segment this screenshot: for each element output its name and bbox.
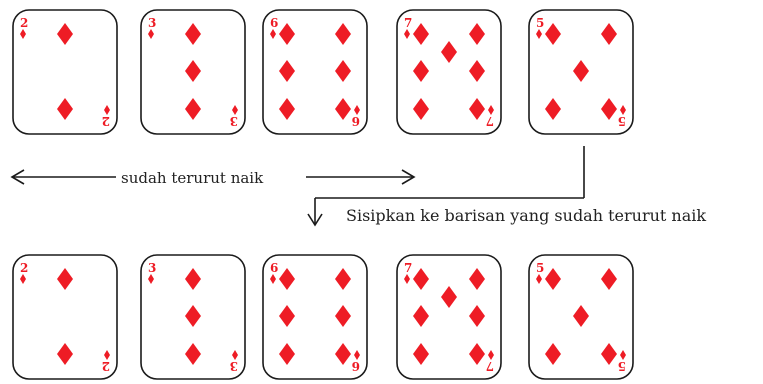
playing-card: 33 xyxy=(141,10,245,134)
card-outline xyxy=(397,10,501,134)
card-rank-corner-inverted: 2 xyxy=(102,114,110,128)
playing-card: 55 xyxy=(529,10,633,134)
card-rank-corner: 2 xyxy=(20,16,28,30)
playing-card: 22 xyxy=(13,10,117,134)
card-rank-corner: 5 xyxy=(536,16,544,30)
card-outline xyxy=(397,255,501,379)
playing-card: 66 xyxy=(263,10,367,134)
playing-card: 55 xyxy=(529,255,633,379)
card-rank-corner: 6 xyxy=(270,16,278,30)
card-outline xyxy=(263,10,367,134)
playing-card: 22 xyxy=(13,255,117,379)
card-rank-corner: 3 xyxy=(148,261,156,275)
card-rank-corner-inverted: 5 xyxy=(618,359,626,373)
card-rank-corner-inverted: 6 xyxy=(352,359,360,373)
card-rank-corner-inverted: 7 xyxy=(486,359,494,373)
card-rank-corner-inverted: 7 xyxy=(486,114,494,128)
card-rank-corner-inverted: 6 xyxy=(352,114,360,128)
card-rank-corner: 3 xyxy=(148,16,156,30)
card-rank-corner-inverted: 2 xyxy=(102,359,110,373)
card-rank-corner: 7 xyxy=(404,261,412,275)
card-rank-corner: 2 xyxy=(20,261,28,275)
playing-card: 77 xyxy=(397,10,501,134)
card-rank-corner-inverted: 5 xyxy=(618,114,626,128)
card-rank-corner: 7 xyxy=(404,16,412,30)
card-rank-corner-inverted: 3 xyxy=(230,359,238,373)
insert-instruction-label: Sisipkan ke barisan yang sudah terurut n… xyxy=(346,208,706,224)
playing-card: 33 xyxy=(141,255,245,379)
card-rank-corner: 5 xyxy=(536,261,544,275)
card-outline xyxy=(263,255,367,379)
card-rank-corner-inverted: 3 xyxy=(230,114,238,128)
card-rank-corner: 6 xyxy=(270,261,278,275)
playing-card: 66 xyxy=(263,255,367,379)
sorted-label: sudah terurut naik xyxy=(121,171,263,186)
playing-card: 77 xyxy=(397,255,501,379)
